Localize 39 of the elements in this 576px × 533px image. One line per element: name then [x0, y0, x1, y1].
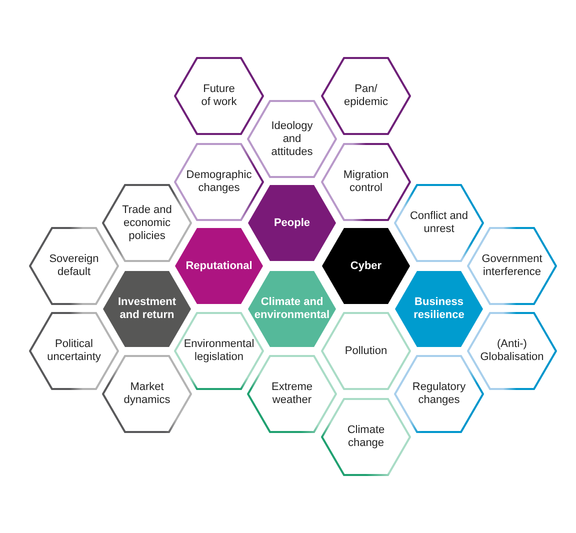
risk-label: Regulatory changes: [411, 381, 467, 407]
risk-label: Climate and environmental: [253, 296, 331, 322]
risk-hexagon: [394, 270, 484, 348]
risk-label: Migration control: [342, 169, 390, 195]
risk-label: Pan/ epidemic: [342, 83, 390, 109]
risk-hexagon: [174, 143, 264, 221]
risk-hexagon: [247, 355, 337, 433]
risk-label: Demographic changes: [185, 169, 253, 195]
risk-hexagon: [321, 57, 411, 135]
risk-hexagon: [174, 57, 264, 135]
risk-hexagon: [102, 184, 192, 262]
risk-hexagon: [467, 227, 557, 305]
risk-hexagon: [29, 312, 119, 390]
risk-label: Ideology and attitudes: [270, 120, 314, 158]
risk-label: Reputational: [186, 260, 252, 272]
risk-hexagon: [102, 355, 192, 433]
risk-hexagon: [29, 227, 119, 305]
risk-label: Business resilience: [412, 296, 466, 322]
risk-label: Cyber: [350, 260, 382, 272]
risk-label: Climate change: [346, 424, 386, 450]
risk-hexagon: [321, 143, 411, 221]
risk-label: Pollution: [344, 344, 388, 358]
risk-hexagon: [394, 184, 484, 262]
risk-label: (Anti-) Globalisation: [479, 338, 545, 364]
risk-label: Future of work: [200, 83, 238, 109]
risk-label: Political uncertainty: [46, 338, 102, 364]
risk-label: Market dynamics: [122, 381, 172, 407]
risk-label: Trade and economic policies: [121, 204, 173, 242]
risk-label: Environmental legislation: [182, 338, 256, 364]
risk-hexagon: [321, 227, 411, 305]
risk-label: Conflict and unrest: [408, 210, 470, 236]
risk-label: People: [274, 216, 310, 230]
risk-hexagon: [247, 184, 337, 262]
risk-hexagon: [321, 398, 411, 476]
risk-label: Extreme weather: [270, 381, 314, 407]
risk-label: Sovereign default: [48, 253, 100, 279]
risk-hexagon: [467, 312, 557, 390]
risk-label: Investment and return: [116, 296, 178, 322]
risk-label: Government interference: [480, 253, 544, 279]
